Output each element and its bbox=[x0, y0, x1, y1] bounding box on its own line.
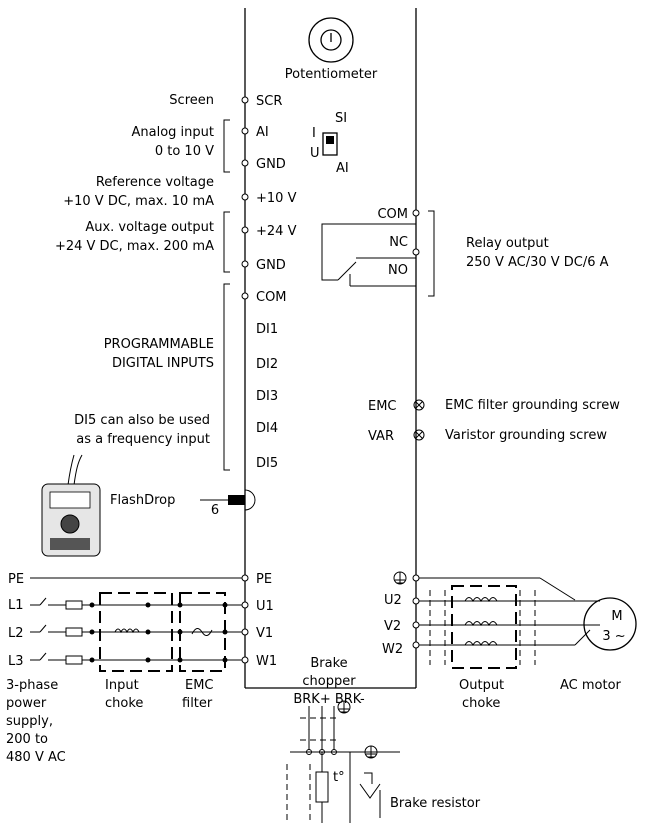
switch-si-label: SI bbox=[335, 111, 347, 126]
input-choke-box bbox=[89, 592, 173, 672]
brake-chopper-label-1: Brake bbox=[310, 656, 347, 671]
terminal-di5: DI5 bbox=[256, 456, 278, 471]
flashdrop-device-icon bbox=[41, 454, 101, 557]
relay-label-1: Relay output bbox=[466, 236, 549, 251]
terminal-scr: SCR bbox=[256, 94, 282, 109]
switch-i-label: I bbox=[312, 126, 316, 141]
pe-left-label: PE bbox=[8, 572, 24, 587]
aux-voltage-spec: +24 V DC, max. 200 mA bbox=[55, 239, 214, 254]
emc-filter-label-1: EMC bbox=[185, 678, 214, 693]
relay-no: NO bbox=[388, 263, 408, 278]
terminal-di2: DI2 bbox=[256, 357, 278, 372]
input-choke-label-1: Input bbox=[105, 678, 139, 693]
l1-label: L1 bbox=[8, 598, 24, 613]
brake-resistor-label: Brake resistor bbox=[390, 796, 481, 811]
terminal-u1: U1 bbox=[256, 599, 274, 614]
terminal-di3: DI3 bbox=[256, 389, 278, 404]
emc-filter-box bbox=[177, 592, 228, 672]
var-screw-label: VAR bbox=[368, 429, 394, 444]
terminal-u2: U2 bbox=[384, 593, 402, 608]
potentiometer-label: Potentiometer bbox=[285, 67, 378, 82]
emc-screw-icon bbox=[413, 399, 425, 411]
terminal-10v: +10 V bbox=[256, 191, 297, 206]
terminal-w2: W2 bbox=[382, 642, 403, 657]
brake-resistor-ground-icon bbox=[364, 745, 378, 759]
terminal-gnd-2: GND bbox=[256, 258, 286, 273]
l2-label: L2 bbox=[8, 626, 24, 641]
brake-temperature-label: t° bbox=[333, 770, 345, 785]
left-brackets bbox=[223, 119, 230, 471]
motor-m: M bbox=[611, 609, 622, 624]
output-choke-label-1: Output bbox=[459, 678, 504, 693]
analog-input-range: 0 to 10 V bbox=[155, 144, 214, 159]
output-terminals bbox=[412, 574, 420, 649]
flashdrop-port bbox=[244, 489, 256, 511]
flashdrop-connector bbox=[228, 495, 245, 505]
terminal-24v: +24 V bbox=[256, 224, 297, 239]
var-screw-description: Varistor grounding screw bbox=[445, 428, 607, 443]
emc-filter-label-2: filter bbox=[182, 696, 213, 711]
supply-label-3: supply, bbox=[6, 714, 53, 729]
relay-terminals bbox=[412, 209, 420, 256]
supply-label-1: 3-phase bbox=[6, 678, 58, 693]
brake-wiring bbox=[286, 706, 400, 823]
motor-icon bbox=[583, 597, 637, 651]
terminal-pe: PE bbox=[256, 572, 272, 587]
relay-com: COM bbox=[377, 207, 408, 222]
motor-label: AC motor bbox=[560, 678, 622, 693]
switch-ai-label: AI bbox=[336, 161, 349, 176]
emc-screw-description: EMC filter grounding screw bbox=[445, 398, 620, 413]
brake-chopper-label-2: chopper bbox=[302, 674, 356, 689]
di5-note-1: DI5 can also be used bbox=[74, 413, 210, 428]
supply-label-2: power bbox=[6, 696, 47, 711]
relay-label-2: 250 V AC/30 V DC/6 A bbox=[466, 255, 609, 270]
left-terminals bbox=[241, 96, 249, 300]
brake-ground-icon bbox=[337, 700, 351, 714]
programmable-inputs-label-2: DIGITAL INPUTS bbox=[112, 356, 214, 371]
switch-u-label: U bbox=[310, 146, 320, 161]
aux-voltage-label: Aux. voltage output bbox=[85, 220, 214, 235]
reference-voltage-spec: +10 V DC, max. 10 mA bbox=[63, 194, 214, 209]
terminal-gnd-1: GND bbox=[256, 157, 286, 172]
terminal-w1: W1 bbox=[256, 654, 277, 669]
screen-label: Screen bbox=[169, 93, 214, 108]
input-choke-label-2: choke bbox=[105, 696, 143, 711]
terminal-ai: AI bbox=[256, 125, 269, 140]
supply-label-5: 480 V AC bbox=[6, 750, 66, 765]
terminal-di1: DI1 bbox=[256, 322, 278, 337]
si-switch-icon bbox=[322, 132, 338, 156]
output-choke-box bbox=[451, 585, 517, 669]
reference-voltage-label: Reference voltage bbox=[96, 175, 214, 190]
motor-phase: 3 ~ bbox=[602, 629, 625, 644]
terminal-com: COM bbox=[256, 290, 287, 305]
relay-bracket bbox=[428, 210, 435, 297]
potentiometer-icon bbox=[308, 17, 354, 63]
terminal-v2: V2 bbox=[384, 619, 401, 634]
output-ground-icon bbox=[393, 571, 407, 585]
terminal-di4: DI4 bbox=[256, 421, 278, 436]
supply-lines bbox=[30, 577, 242, 665]
relay-nc: NC bbox=[389, 235, 408, 250]
power-terminals bbox=[241, 574, 249, 664]
emc-screw-label: EMC bbox=[368, 399, 397, 414]
terminal-v1: V1 bbox=[256, 626, 273, 641]
flashdrop-port-number: 6 bbox=[211, 503, 219, 518]
flashdrop-label: FlashDrop bbox=[110, 493, 175, 508]
brake-chopper-terminals: BRK+ BRK- bbox=[293, 692, 365, 707]
analog-input-label: Analog input bbox=[132, 125, 215, 140]
di5-note-2: as a frequency input bbox=[76, 432, 210, 447]
programmable-inputs-label-1: PROGRAMMABLE bbox=[104, 337, 214, 352]
output-choke-label-2: choke bbox=[462, 696, 500, 711]
l3-label: L3 bbox=[8, 654, 24, 669]
output-lines bbox=[419, 577, 600, 665]
supply-label-4: 200 to bbox=[6, 732, 48, 747]
relay-contact-icon bbox=[321, 223, 417, 287]
var-screw-icon bbox=[413, 429, 425, 441]
